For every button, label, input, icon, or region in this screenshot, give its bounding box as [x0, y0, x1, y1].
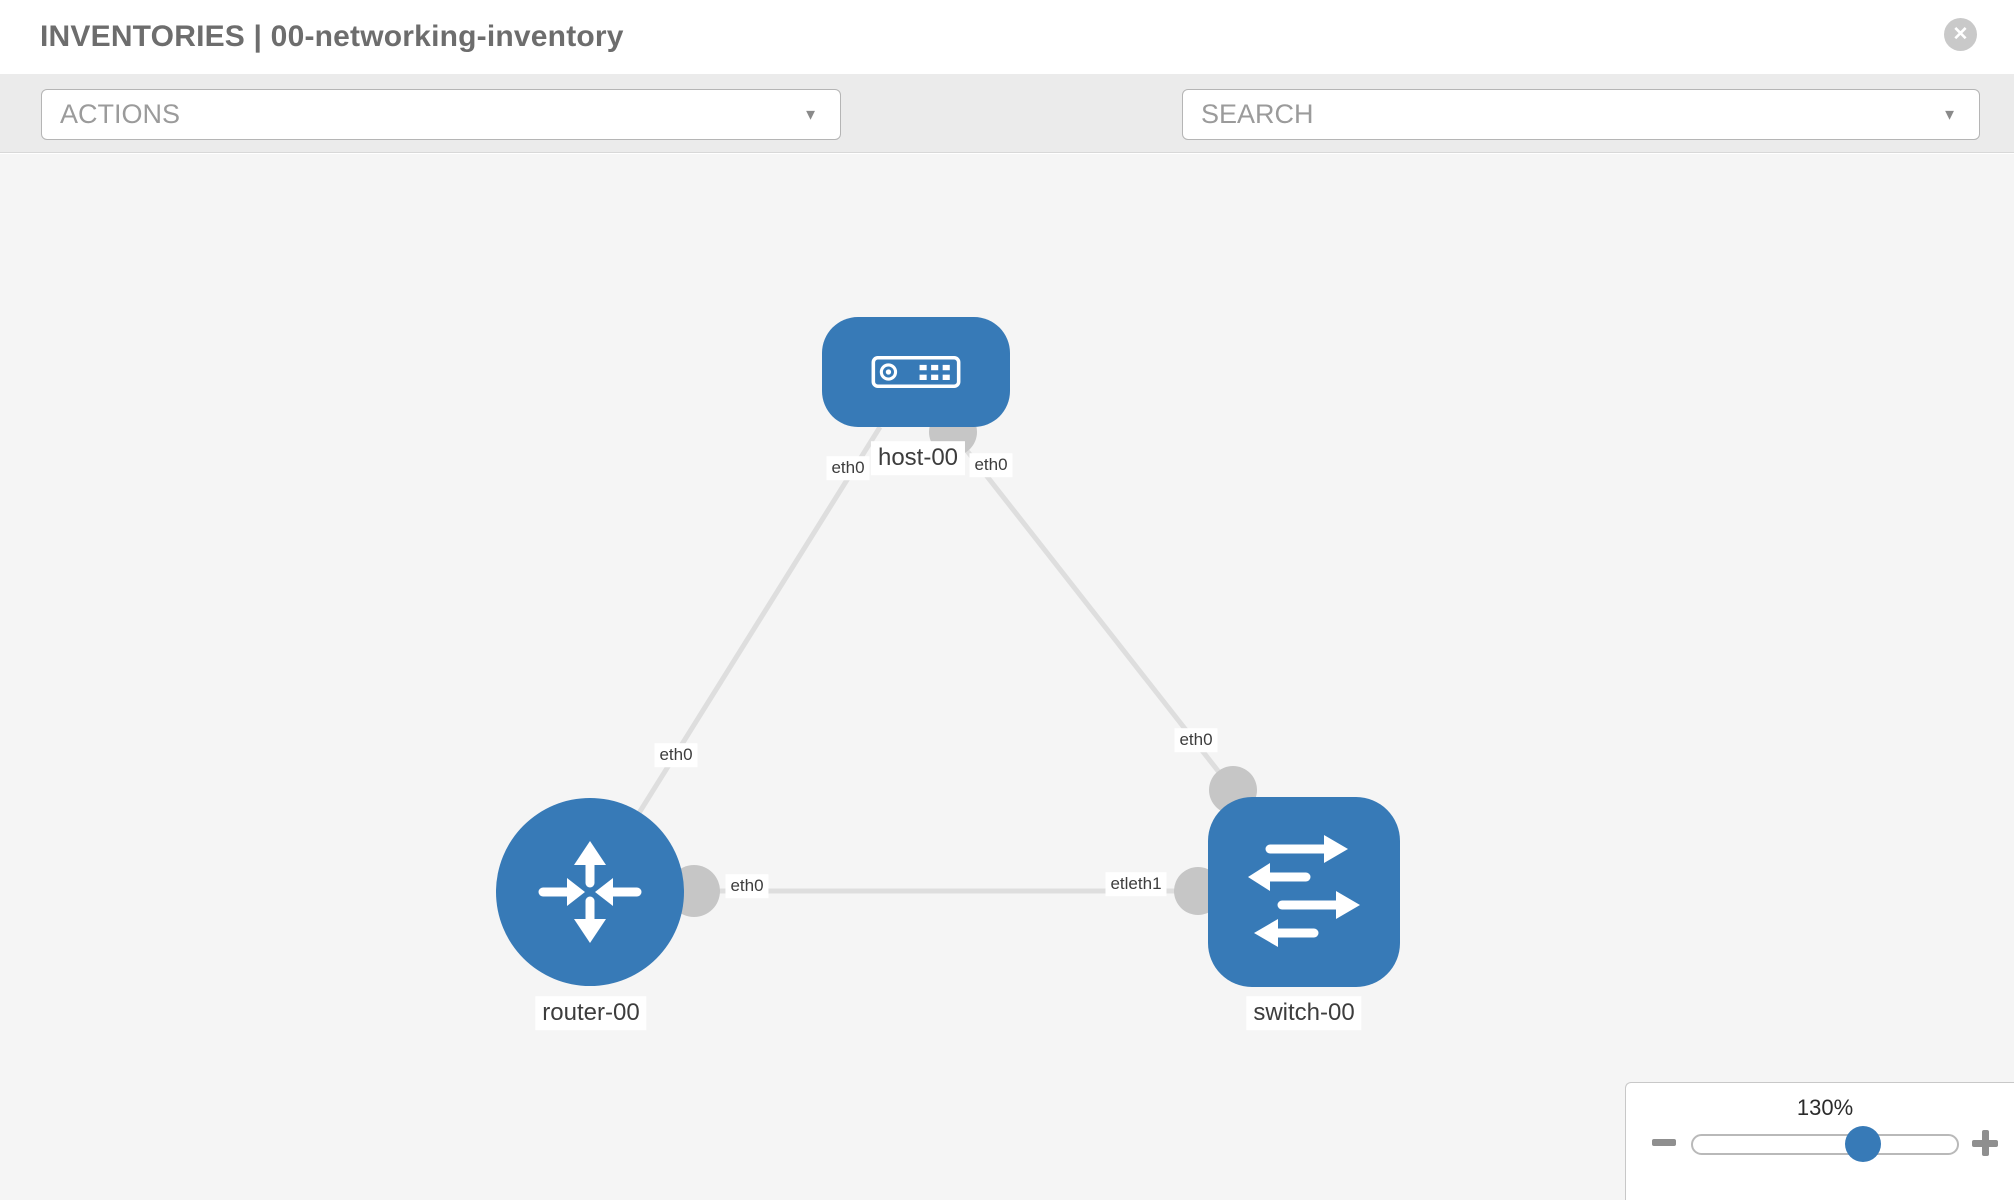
page-title: INVENTORIES | 00-networking-inventory: [40, 20, 624, 53]
iface-label-switch-left-overlapped: etleth1: [1105, 872, 1167, 896]
zoom-out-button[interactable]: [1649, 1127, 1679, 1157]
links-layer: [636, 425, 1235, 894]
iface-label-host-right: eth0: [969, 453, 1013, 477]
iface-label-router-top: eth0: [654, 743, 698, 767]
search-dropdown[interactable]: SEARCH ▼: [1182, 89, 1980, 140]
node-router[interactable]: [496, 798, 684, 986]
close-button[interactable]: ✕: [1944, 18, 1977, 51]
minus-icon: [1652, 1138, 1676, 1146]
router-icon: [538, 841, 642, 943]
chevron-down-icon: ▼: [803, 106, 818, 123]
actions-dropdown[interactable]: ACTIONS ▼: [41, 89, 841, 140]
iface-label-switch-top: eth0: [1174, 728, 1218, 752]
switch-icon: [1248, 835, 1360, 947]
server-icon: [871, 356, 961, 388]
close-icon: ✕: [1952, 24, 1969, 45]
zoom-slider[interactable]: [1691, 1126, 1959, 1162]
zoom-slider-thumb[interactable]: [1845, 1126, 1881, 1162]
search-placeholder: SEARCH: [1201, 99, 1314, 129]
node-host[interactable]: [822, 317, 1010, 427]
iface-label-router-right: eth0: [725, 874, 769, 898]
zoom-level: 130%: [1796, 1095, 1854, 1120]
node-label-host: host-00: [870, 441, 966, 475]
iface-label-host-left: eth0: [826, 456, 870, 480]
toolbar: ACTIONS ▼ SEARCH ▼: [0, 74, 2014, 207]
zoom-in-button[interactable]: [1970, 1128, 2000, 1158]
node-label-switch: switch-00: [1246, 996, 1362, 1030]
topology-canvas[interactable]: eth0 eth0 eth0 eth0 eth0 etleth1 host-00…: [0, 154, 2014, 1200]
node-switch[interactable]: [1208, 797, 1400, 987]
chevron-down-icon: ▼: [1942, 106, 1957, 123]
plus-icon-bar: [1982, 1130, 1989, 1156]
node-label-router: router-00: [535, 996, 647, 1030]
zoom-panel: 130%: [1625, 1082, 2014, 1200]
header: INVENTORIES | 00-networking-inventory ✕: [0, 0, 2014, 74]
actions-dropdown-label: ACTIONS: [60, 99, 181, 129]
